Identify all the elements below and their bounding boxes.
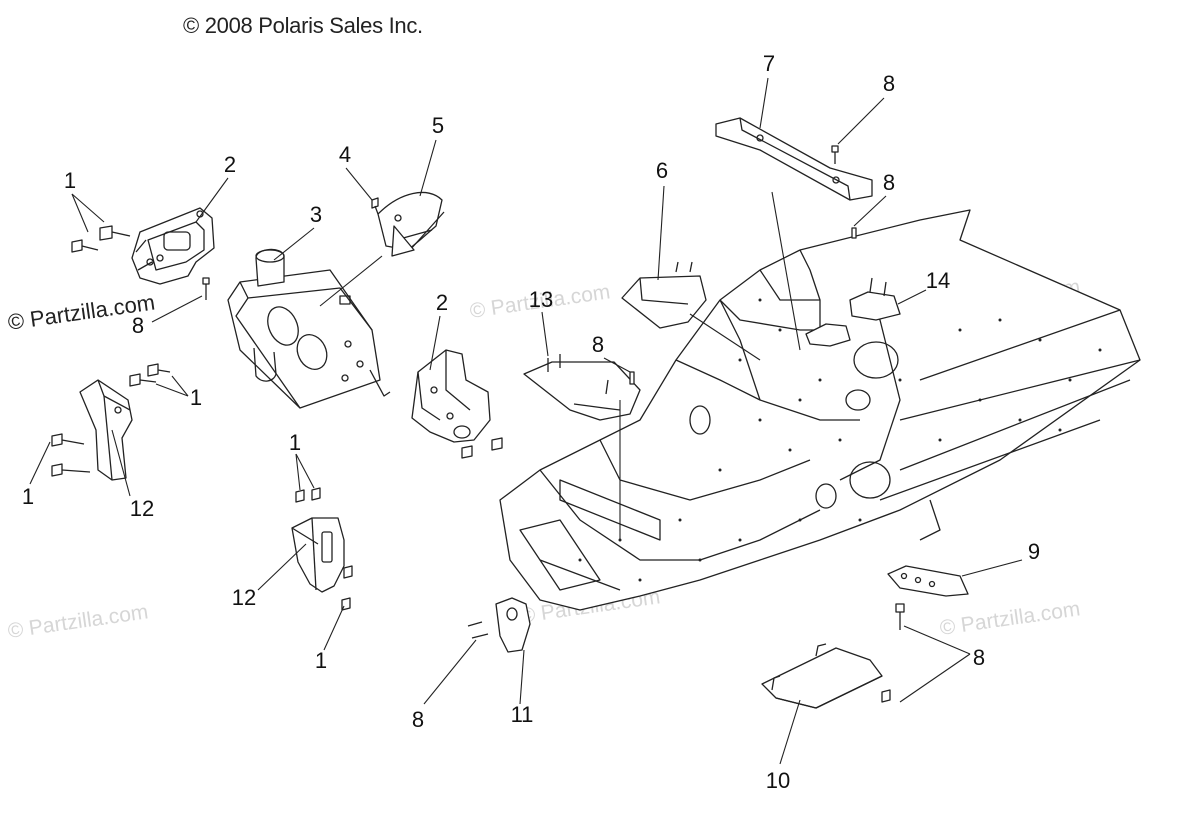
callout-1: 1 xyxy=(288,430,302,455)
part-12-left-bracket xyxy=(79,379,133,481)
part-3-housing xyxy=(227,248,391,409)
callout-12: 12 xyxy=(129,496,155,521)
bolt-part-4 xyxy=(371,197,379,215)
callout-10: 10 xyxy=(765,768,791,793)
callout-8: 8 xyxy=(411,707,425,732)
part-13-plate xyxy=(523,354,641,421)
part-6-plate xyxy=(621,261,707,329)
bolt-group-1-lower xyxy=(295,487,353,611)
callout-8: 8 xyxy=(131,313,145,338)
chassis-frame xyxy=(499,209,1141,611)
callout-13: 13 xyxy=(528,287,554,312)
bolt-group-1-left xyxy=(51,363,171,477)
part-7-top-cover xyxy=(715,117,873,201)
callout-1: 1 xyxy=(189,385,203,410)
callout-6: 6 xyxy=(655,158,669,183)
callout-11: 11 xyxy=(510,702,534,727)
callout-3: 3 xyxy=(309,202,323,227)
callout-12: 12 xyxy=(231,585,257,610)
copyright-notice: © 2008 Polaris Sales Inc. xyxy=(183,13,423,38)
callout-1: 1 xyxy=(21,484,35,509)
bolt-group-center xyxy=(461,437,503,459)
callout-2: 2 xyxy=(223,152,237,177)
callout-7: 7 xyxy=(762,51,776,76)
part-2-center-bracket xyxy=(411,349,491,443)
callout-4: 4 xyxy=(338,142,352,167)
bolt-group-1-top xyxy=(71,225,131,253)
callout-9: 9 xyxy=(1027,539,1041,564)
part-2-upper-bracket xyxy=(131,207,215,285)
part-11-small-bracket xyxy=(467,597,531,653)
callout-14: 14 xyxy=(925,268,951,293)
callout-8: 8 xyxy=(882,170,896,195)
bolt-part-8-left xyxy=(202,277,210,300)
callout-1: 1 xyxy=(63,168,77,193)
part-10-plate xyxy=(761,643,883,709)
callout-1: 1 xyxy=(314,648,328,673)
part-9-plate xyxy=(887,565,969,597)
callout-5: 5 xyxy=(431,113,445,138)
part-14-bracket xyxy=(805,277,901,347)
callout-8: 8 xyxy=(972,645,986,670)
part-12-lower-bracket xyxy=(291,517,345,593)
callout-8: 8 xyxy=(882,71,896,96)
callout-2: 2 xyxy=(435,290,449,315)
callout-8: 8 xyxy=(591,332,605,357)
leader-lines xyxy=(29,77,1023,765)
bolt-group-8 xyxy=(629,145,905,703)
part-5-heat-shield xyxy=(377,191,445,257)
